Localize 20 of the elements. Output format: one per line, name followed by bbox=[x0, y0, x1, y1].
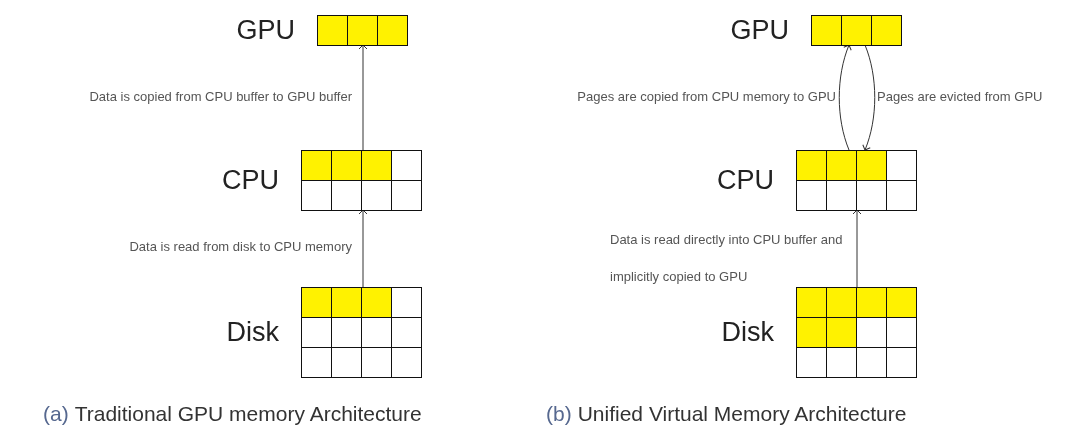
arrow bbox=[852, 209, 862, 288]
edge-label: Data is copied from CPU buffer to GPU buffer bbox=[88, 88, 352, 106]
edge-label: Pages are evicted from GPU bbox=[877, 88, 1044, 106]
memory-label: Disk bbox=[721, 318, 774, 346]
arrow bbox=[358, 209, 368, 288]
subfigure-letter: (b) bbox=[546, 401, 572, 427]
memory-label: CPU bbox=[717, 166, 774, 194]
subfigure-caption: Traditional GPU memory Architecture bbox=[74, 401, 422, 427]
subfigure-letter: (a) bbox=[43, 401, 69, 427]
edge-label: Data is read from disk to CPU memory bbox=[128, 238, 352, 256]
memory-label: GPU bbox=[236, 16, 295, 44]
edge-label: Pages are copied from CPU memory to GPU bbox=[576, 88, 836, 106]
memory-label: Disk bbox=[226, 318, 279, 346]
arrow bbox=[838, 44, 852, 151]
memory-label: GPU bbox=[730, 16, 789, 44]
memory-label: CPU bbox=[222, 166, 279, 194]
arrow bbox=[862, 44, 876, 151]
subfigure-caption: Unified Virtual Memory Architecture bbox=[577, 401, 907, 427]
arrow bbox=[358, 44, 368, 151]
edge-label: Data is read directly into CPU buffer and implicitly copied to GPU bbox=[610, 231, 844, 286]
